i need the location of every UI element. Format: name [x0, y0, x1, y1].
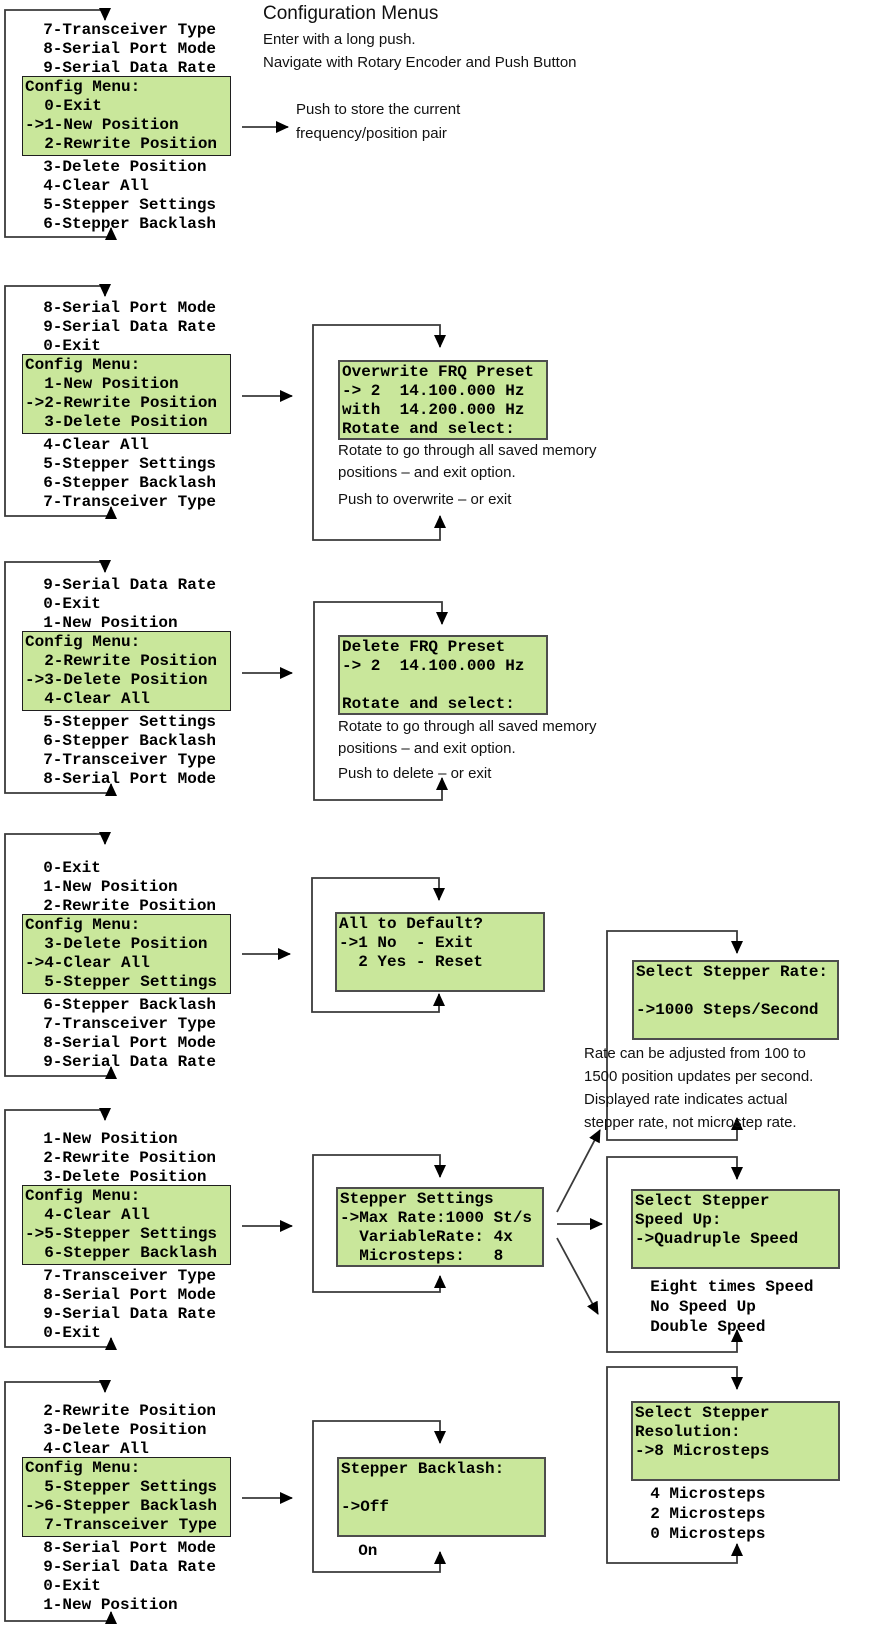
header-subtitle-2: Navigate with Rotary Encoder and Push Bu… [263, 54, 577, 71]
lcd-backlash-lines: Stepper Backlash: ->Off [341, 1460, 505, 1516]
menu-2-items-below: 4-Clear All 5-Stepper Settings 6-Stepper… [43, 436, 217, 511]
menu-1-lcd-lines: Config Menu: 0-Exit ->1-New Position 2-R… [25, 78, 218, 153]
lcd-settings-lines: Stepper Settings ->Max Rate:1000 St/s Va… [340, 1190, 533, 1265]
menu-5-items-above: 1-New Position 2-Rewrite Position 3-Dele… [43, 1130, 217, 1186]
fan-arrow-rate [556, 1129, 601, 1213]
lcd-select-speed-up: Select Stepper Speed Up: ->Quadruple Spe… [631, 1189, 840, 1269]
menu-4-items-below: 6-Stepper Backlash 7-Transceiver Type 8-… [43, 996, 217, 1071]
menu-4-lcd-window: Config Menu: 3-Delete Position ->4-Clear… [22, 914, 231, 994]
menu-3-lcd-window: Config Menu: 2-Rewrite Position ->3-Dele… [22, 631, 231, 711]
header-subtitle-1: Enter with a long push. [263, 31, 416, 48]
lcd-delete-lines: Delete FRQ Preset -> 2 14.100.000 Hz Rot… [342, 638, 525, 713]
menu-6-items-above: 2-Rewrite Position 3-Delete Position 4-C… [43, 1402, 217, 1458]
lcd-overwrite-preset: Overwrite FRQ Preset -> 2 14.100.000 Hz … [338, 360, 548, 440]
lcd-select-stepper-rate: Select Stepper Rate: ->1000 Steps/Second [632, 960, 839, 1040]
menu-6-lcd-lines: Config Menu: 5-Stepper Settings ->6-Step… [25, 1459, 218, 1534]
menu-5-items-below: 7-Transceiver Type 8-Serial Port Mode 9-… [43, 1267, 217, 1342]
note-store-pair: Push to store the current frequency/posi… [296, 101, 461, 142]
menu-6-lcd-window: Config Menu: 5-Stepper Settings ->6-Step… [22, 1457, 231, 1537]
lcd-delete-preset: Delete FRQ Preset -> 2 14.100.000 Hz Rot… [338, 635, 548, 715]
menu-1-items-below: 3-Delete Position 4-Clear All 5-Stepper … [43, 158, 217, 233]
menu-2-items-above: 8-Serial Port Mode 9-Serial Data Rate 0-… [43, 299, 217, 355]
lcd-resolution-lines: Select Stepper Resolution: ->8 Microstep… [635, 1404, 770, 1460]
lcd-select-resolution: Select Stepper Resolution: ->8 Microstep… [631, 1401, 840, 1481]
menu-3-items-below: 5-Stepper Settings 6-Stepper Backlash 7-… [43, 713, 217, 788]
menu-4-lcd-lines: Config Menu: 3-Delete Position ->4-Clear… [25, 916, 218, 991]
note-delete-push: Push to delete – or exit [338, 765, 492, 782]
note-rate-range: Rate can be adjusted from 100 to 1500 po… [584, 1045, 814, 1131]
note-overwrite-push: Push to overwrite – or exit [338, 491, 512, 508]
menu-6-items-below: 8-Serial Port Mode 9-Serial Data Rate 0-… [43, 1539, 217, 1614]
backlash-option-on: On [339, 1542, 378, 1560]
menu-1-lcd-window: Config Menu: 0-Exit ->1-New Position 2-R… [22, 76, 231, 156]
menu-3-items-above: 9-Serial Data Rate 0-Exit 1-New Position [43, 576, 217, 632]
lcd-stepper-settings: Stepper Settings ->Max Rate:1000 St/s Va… [336, 1187, 544, 1267]
menu-1-items-above: 7-Transceiver Type 8-Serial Port Mode 9-… [43, 21, 217, 77]
lcd-speedup-lines: Select Stepper Speed Up: ->Quadruple Spe… [635, 1192, 799, 1248]
speedup-option-list: Eight times Speed No Speed Up Double Spe… [650, 1278, 814, 1336]
lcd-overwrite-lines: Overwrite FRQ Preset -> 2 14.100.000 Hz … [342, 363, 535, 438]
note-overwrite-rotate: Rotate to go through all saved memory po… [338, 442, 597, 481]
menu-3-lcd-lines: Config Menu: 2-Rewrite Position ->3-Dele… [25, 633, 218, 708]
menu-2-lcd-window: Config Menu: 1-New Position ->2-Rewrite … [22, 354, 231, 434]
lcd-all-to-default: All to Default? ->1 No - Exit 2 Yes - Re… [335, 912, 545, 992]
resolution-option-list: 4 Microsteps 2 Microsteps 0 Microsteps [650, 1485, 766, 1543]
lcd-defaults-lines: All to Default? ->1 No - Exit 2 Yes - Re… [339, 915, 484, 971]
page-title: Configuration Menus [263, 3, 439, 24]
menu-4-items-above: 0-Exit 1-New Position 2-Rewrite Position [43, 859, 217, 915]
menu-5-lcd-window: Config Menu: 4-Clear All ->5-Stepper Set… [22, 1185, 231, 1265]
fan-arrow-resolution [556, 1237, 599, 1315]
menu-2-lcd-lines: Config Menu: 1-New Position ->2-Rewrite … [25, 356, 218, 431]
note-delete-rotate: Rotate to go through all saved memory po… [338, 718, 597, 757]
menu-5-lcd-lines: Config Menu: 4-Clear All ->5-Stepper Set… [25, 1187, 218, 1262]
lcd-rate-lines: Select Stepper Rate: ->1000 Steps/Second [636, 963, 829, 1019]
lcd-stepper-backlash: Stepper Backlash: ->Off [337, 1457, 546, 1537]
